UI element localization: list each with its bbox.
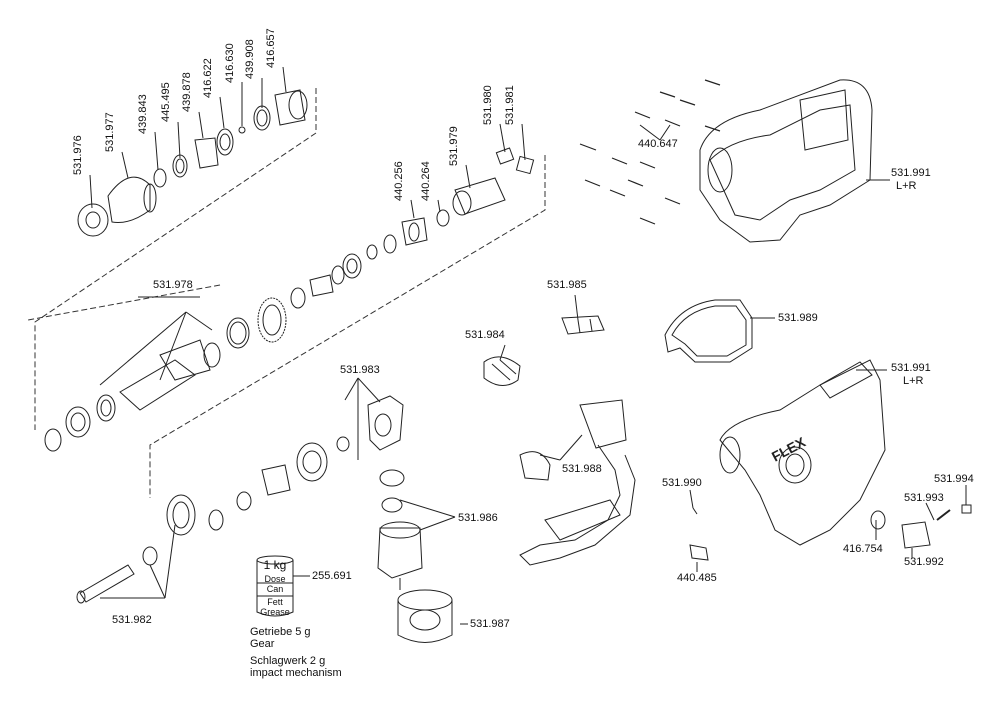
part-label-531991-b: 531.991 — [891, 362, 931, 374]
grease-fett: Fett — [267, 597, 283, 607]
seal-frame — [665, 300, 752, 362]
part-label-531986: 531.986 — [458, 512, 498, 524]
part-label-440647: 440.647 — [638, 138, 678, 150]
grease-en: Grease — [260, 607, 290, 617]
part-label-531978: 531.978 — [153, 279, 193, 291]
part-label-440485: 440.485 — [677, 572, 717, 584]
motor-stator — [398, 590, 452, 643]
part-label-531981: 531.981 — [504, 85, 516, 125]
drive-train — [45, 148, 534, 451]
part-label-416657: 416.657 — [265, 28, 277, 68]
part-label-445495: 445.495 — [160, 82, 172, 122]
part-label-531989: 531.989 — [778, 312, 818, 324]
part-label-531985: 531.985 — [547, 279, 587, 291]
note-impact-de: Schlagwerk 2 g — [250, 655, 326, 667]
grease-qty: 1 kg — [263, 558, 287, 572]
grease-can — [257, 556, 293, 616]
part-label-531994: 531.994 — [934, 473, 974, 485]
part-label-531979: 531.979 — [448, 126, 460, 166]
part-label-531984: 531.984 — [465, 329, 505, 341]
housing-half-open — [700, 80, 872, 242]
housing-complete: FLEX — [720, 360, 885, 545]
part-label-531987: 531.987 — [470, 618, 510, 630]
dashed-guides — [28, 88, 545, 498]
part-label-531990: 531.990 — [662, 477, 702, 489]
part-label-531982: 531.982 — [112, 614, 152, 626]
part-label-255691: 255.691 — [312, 570, 352, 582]
part-label-439908: 439.908 — [244, 39, 256, 79]
note-gear-en: Gear — [250, 638, 275, 650]
part-label-440264: 440.264 — [420, 161, 432, 201]
part-label-531983: 531.983 — [340, 364, 380, 376]
grease-can-en: Can — [266, 584, 284, 594]
button-cap — [484, 357, 520, 386]
grease-can-de: Dose — [264, 574, 286, 584]
impact-mechanism — [77, 396, 404, 603]
part-label-531991-b-lr: L+R — [903, 375, 924, 387]
part-label-440256: 440.256 — [393, 161, 405, 201]
part-label-531977: 531.977 — [104, 112, 116, 152]
slide-switch — [562, 316, 604, 334]
small-parts-right — [690, 505, 971, 560]
part-label-416754: 416.754 — [843, 543, 883, 555]
part-label-531991-a-lr: L+R — [896, 180, 917, 192]
part-label-531991-a: 531.991 — [891, 167, 931, 179]
part-label-531993: 531.993 — [904, 492, 944, 504]
note-gear-de: Getriebe 5 g — [250, 626, 311, 638]
motor-rotor — [378, 498, 422, 590]
electronics-module — [520, 400, 635, 565]
part-label-439843: 439.843 — [137, 94, 149, 134]
part-label-531976: 531.976 — [72, 135, 84, 175]
part-label-531988: 531.988 — [562, 463, 602, 475]
part-label-531980: 531.980 — [482, 85, 494, 125]
part-label-416630: 416.630 — [224, 43, 236, 83]
housing-screws — [580, 80, 720, 224]
part-label-531992: 531.992 — [904, 556, 944, 568]
note-impact-en: impact mechanism — [250, 667, 342, 679]
part-label-439878: 439.878 — [181, 72, 193, 112]
chuck-assembly — [78, 90, 307, 236]
part-label-416622: 416.622 — [202, 58, 214, 98]
leader-lines — [90, 67, 966, 624]
